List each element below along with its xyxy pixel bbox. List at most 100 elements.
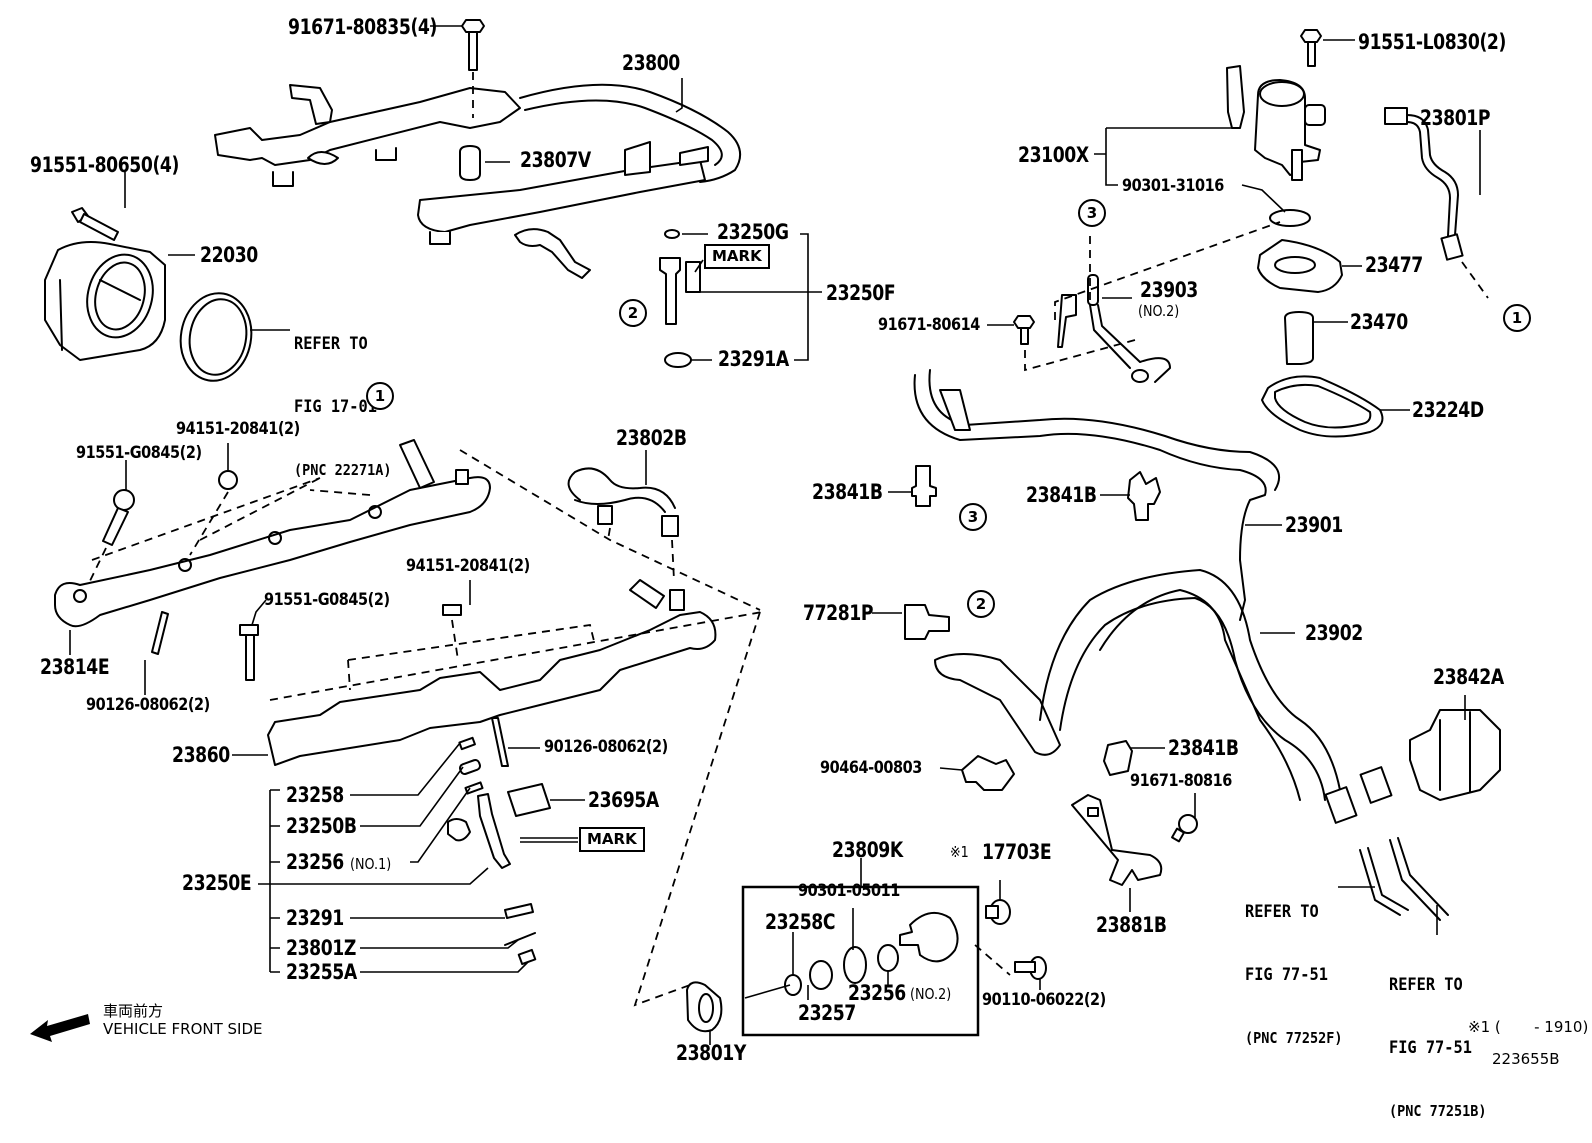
injector-assembly-23250E[interactable] [447, 736, 551, 966]
bolt-91551-L0830[interactable] [1300, 29, 1322, 67]
part-label-23801Y[interactable]: 23801Y [676, 1041, 746, 1065]
part-label-23291A[interactable]: 23291A [718, 347, 789, 371]
fuel-pipe-23802B[interactable] [567, 467, 679, 537]
part-label-91671-80614[interactable]: 91671-80614 [878, 315, 980, 335]
part-label-23100X[interactable]: 23100X [1018, 143, 1089, 167]
part-label-90301-31016[interactable]: 90301-31016 [1122, 176, 1224, 196]
stud-90126-08062-upper[interactable] [151, 611, 169, 655]
connector-23842A[interactable] [1409, 709, 1501, 801]
part-label-91551-80650[interactable]: 91551-80650(4) [30, 153, 179, 177]
part-label-90464-00803[interactable]: 90464-00803 [820, 758, 922, 778]
clamp-90464-00803[interactable] [961, 755, 1015, 791]
part-label-23814E[interactable]: 23814E [40, 655, 110, 679]
reference-line: REFER TO [1389, 975, 1463, 995]
part-label-90126-08062-lower[interactable]: 90126-08062(2) [544, 737, 668, 757]
part-label-23250G[interactable]: 23250G [717, 220, 789, 244]
part-label-23860[interactable]: 23860 [172, 743, 230, 767]
part-label-23258C[interactable]: 23258C [765, 910, 836, 934]
part-label-91671-80835[interactable]: 91671-80835(4) [288, 15, 437, 39]
reference-line: REFER TO [1245, 902, 1319, 922]
fuel-pump-23100X[interactable] [1226, 65, 1326, 181]
part-label-91671-80816[interactable]: 91671-80816 [1130, 771, 1232, 791]
part-label-23258[interactable]: 23258 [286, 783, 344, 807]
part-label-23800[interactable]: 23800 [622, 51, 680, 75]
part-label-91551-L0830[interactable]: 91551-L0830(2) [1358, 30, 1506, 54]
callout-circle-1-right: 1 [1503, 304, 1531, 332]
part-label-91551-G0845-upper[interactable]: 91551-G0845(2) [76, 443, 202, 463]
nut-94151-20841-lower[interactable] [442, 604, 462, 661]
part-label-23256-no2[interactable]: 23256 [848, 981, 906, 1005]
part-label-90301-05011[interactable]: 90301-05011 [798, 881, 900, 901]
part-label-23291[interactable]: 23291 [286, 906, 344, 930]
reference-pnc: (PNC 77252F) [1245, 1029, 1343, 1047]
part-label-23257[interactable]: 23257 [798, 1001, 856, 1025]
part-label-90110-06022[interactable]: 90110-06022(2) [982, 990, 1106, 1010]
bolt-91671-80816[interactable] [1171, 814, 1198, 843]
part-label-23224D[interactable]: 23224D [1412, 398, 1484, 422]
injector-assembly-23250F[interactable] [659, 229, 701, 368]
part-label-23255A[interactable]: 23255A [286, 960, 357, 984]
part-label-23841B-left[interactable]: 23841B [812, 480, 883, 504]
part-note-23256-no1: (NO.1) [350, 855, 392, 873]
part-label-23695A[interactable]: 23695A [588, 788, 659, 812]
part-label-23842A[interactable]: 23842A [1433, 665, 1504, 689]
reference-fig-77-51-77251B[interactable]: REFER TO FIG 77-51 (PNC 77251B) [1389, 933, 1487, 1143]
clip-77281P[interactable] [904, 604, 950, 640]
part-label-23801P[interactable]: 23801P [1420, 106, 1491, 130]
clip-23841B-lower[interactable] [1103, 740, 1133, 776]
part-label-91551-G0845-lower[interactable]: 91551-G0845(2) [264, 590, 390, 610]
throttle-body-22030[interactable] [44, 241, 166, 361]
bolt-17703E[interactable] [985, 899, 1011, 925]
fuel-delivery-pipe-23800[interactable] [214, 83, 742, 279]
fuel-pipe-23903[interactable] [1054, 221, 1281, 383]
part-label-94151-20841-upper[interactable]: 94151-20841(2) [176, 419, 300, 439]
part-label-23903[interactable]: 23903 [1140, 278, 1198, 302]
clip-23841B-left[interactable] [911, 465, 937, 507]
part-label-22030[interactable]: 22030 [200, 243, 258, 267]
part-label-94151-20841-lower[interactable]: 94151-20841(2) [406, 556, 530, 576]
gasket-ring-22271A[interactable] [174, 288, 258, 387]
bracket-23881B[interactable] [1071, 794, 1163, 886]
reference-fig-77-51-77252F[interactable]: REFER TO FIG 77-51 (PNC 77252F) [1245, 860, 1343, 1070]
part-label-23470[interactable]: 23470 [1350, 310, 1408, 334]
bolt-91671-80614[interactable] [1013, 315, 1136, 372]
fuel-rail-23814E[interactable] [54, 439, 761, 628]
clip-23841B-middle[interactable] [1127, 471, 1161, 521]
nut-94151-20841-upper[interactable] [189, 470, 238, 556]
fuel-pipe-23801P[interactable] [1384, 107, 1489, 299]
part-label-23807V[interactable]: 23807V [520, 148, 591, 172]
part-label-23802B[interactable]: 23802B [616, 426, 687, 450]
part-label-23809K[interactable]: 23809K [832, 838, 903, 862]
lifter-23470[interactable] [1284, 311, 1314, 365]
fuel-hose-23901[interactable] [913, 369, 1281, 621]
pump-gasket-23477[interactable] [1257, 239, 1343, 293]
part-label-23250F[interactable]: 23250F [826, 281, 896, 305]
gasket-23224D[interactable] [1261, 375, 1384, 438]
mounting-plate-23801Y[interactable] [686, 981, 723, 1033]
stud-90126-08062-lower[interactable] [491, 717, 509, 767]
part-label-23901[interactable]: 23901 [1285, 513, 1343, 537]
bolt-91551-G0845-lower[interactable] [239, 624, 259, 681]
bolt-90110-06022[interactable] [974, 944, 1047, 980]
part-label-23256-no1[interactable]: 23256 [286, 850, 344, 874]
part-label-23477[interactable]: 23477 [1365, 253, 1423, 277]
part-label-23841B-lower[interactable]: 23841B [1168, 736, 1239, 760]
bolt-91551-G0845-upper[interactable] [87, 489, 135, 586]
grommet-23807V[interactable] [459, 145, 481, 181]
part-label-77281P[interactable]: 77281P [803, 601, 874, 625]
part-label-23902[interactable]: 23902 [1305, 621, 1363, 645]
part-label-23841B-middle[interactable]: 23841B [1026, 483, 1097, 507]
callout-circle-2-lower: 2 [967, 590, 995, 618]
part-label-90126-08062-upper[interactable]: 90126-08062(2) [86, 695, 210, 715]
bolt-91551-80650[interactable] [71, 207, 119, 241]
part-label-23801Z[interactable]: 23801Z [286, 936, 356, 960]
part-label-23250B[interactable]: 23250B [286, 814, 357, 838]
reference-fig-17-01[interactable]: REFER TO FIG 17-01 (PNC 22271A) [294, 292, 392, 502]
fuel-hose-23902[interactable] [934, 569, 1393, 824]
part-label-23881B[interactable]: 23881B [1096, 913, 1167, 937]
part-label-17703E[interactable]: 17703E [982, 840, 1052, 864]
mark-indicator-lower: MARK [579, 827, 645, 852]
part-label-23250E[interactable]: 23250E [182, 871, 252, 895]
fuel-rail-23860[interactable] [267, 527, 763, 1007]
mark-indicator-upper: MARK [704, 244, 770, 269]
